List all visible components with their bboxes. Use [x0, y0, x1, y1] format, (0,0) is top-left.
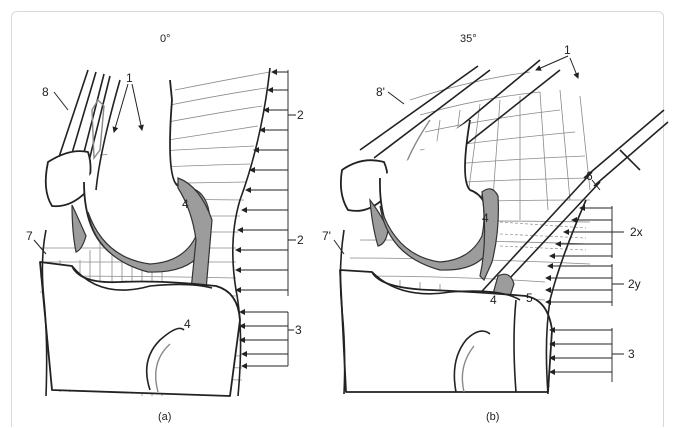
panel-b-label-3: 3	[628, 347, 635, 361]
panel-a-load-arrows-lower	[240, 312, 294, 366]
panel-b-label-7: 7'	[322, 229, 331, 243]
panel-b-angle: 35°	[460, 33, 477, 45]
panel-a-caption: (a)	[158, 411, 171, 423]
panel-b-caption: (b)	[486, 411, 499, 423]
panel-b-load-arrows-2y	[546, 264, 624, 306]
panel-b-posterior-skin	[546, 200, 586, 394]
panel-a-label-1: 1	[126, 71, 133, 85]
panel-b-label-6: 6	[586, 169, 593, 183]
panel-b-tibia	[340, 270, 552, 392]
panel-a-patella	[46, 151, 91, 206]
panel-b-label-5: 5	[526, 291, 533, 305]
panel-a-label-8: 8	[42, 85, 49, 99]
panel-b-label-2y: 2y	[628, 277, 641, 291]
panel-a-label-2-upper: 2	[297, 108, 304, 122]
panel-a: 0° 1 2 2 3 4 4 7 8 (a)	[26, 33, 304, 423]
panel-b-label-4-lower: 4	[490, 293, 497, 307]
panel-b-label-2x: 2x	[630, 225, 643, 239]
panel-a-label-2-lower: 2	[297, 233, 304, 247]
panel-a-label-3: 3	[295, 323, 302, 337]
panel-a-label-4-upper: 4	[182, 197, 189, 211]
panel-a-angle: 0°	[160, 33, 171, 45]
panel-b: 35° 1 2x 2y 3 4 4 5 6 7' 8' (b)	[322, 33, 668, 423]
panel-b-load-arrows-3	[550, 328, 624, 382]
panel-b-label-8: 8'	[376, 85, 385, 99]
panel-a-posterior-skin	[233, 68, 270, 396]
panel-a-tibia	[40, 262, 240, 396]
panel-b-load-arrows-2x	[550, 206, 624, 258]
panel-b-label-1: 1	[564, 43, 571, 57]
panel-a-label-7: 7	[26, 229, 33, 243]
panel-b-label-4-upper: 4	[482, 211, 489, 225]
panel-a-label-4-lower: 4	[184, 317, 191, 331]
panel-a-load-arrows-upper	[236, 70, 296, 296]
